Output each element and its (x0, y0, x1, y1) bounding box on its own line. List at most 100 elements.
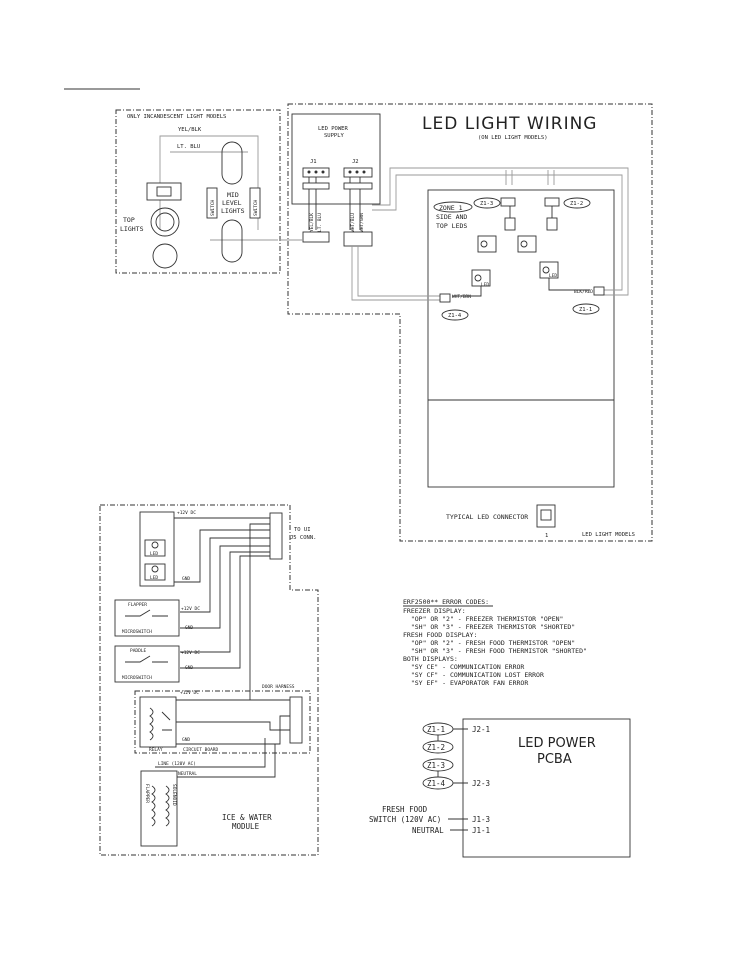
error-line-5: "SH" OR "3" - FRESH FOOD THERMISTOR "SHO… (403, 647, 587, 655)
power-supply-label-2: SUPPLY (324, 133, 345, 139)
led-1-label: LED (150, 551, 158, 557)
door-connector (289, 696, 303, 744)
cabinet-outline (427, 189, 615, 488)
v12-label-3: +12V DC (181, 650, 200, 656)
fresh-food-label-1: FRESH FOOD (382, 805, 428, 814)
pcba-z11-label: Z1-1 (427, 725, 445, 734)
flapper-label: FLAPPER (128, 602, 147, 608)
z13-label: Z1-3 (480, 201, 493, 207)
pcba-z14-label: Z1-4 (427, 779, 446, 788)
zone1-desc-1: SIDE AND (436, 213, 467, 221)
z11-oval (572, 303, 600, 315)
z14-label: Z1-4 (448, 313, 462, 319)
top-lights-label-1: TOP (123, 216, 135, 224)
pcba-title-1: LED POWER (518, 736, 596, 751)
top-lights-label-2: LIGHTS (120, 225, 144, 233)
solenoid-vertical-label: SOLENOID (171, 784, 177, 806)
neutral-label: NEUTRAL (178, 771, 197, 777)
top-light-bulb-lower (152, 243, 178, 269)
v12-label-4: +12V DC (180, 690, 199, 696)
pcba-title-2: PCBA (537, 752, 572, 767)
error-line-8: "SY CF" - COMMUNICATION LOST ERROR (403, 671, 544, 679)
gnd-label-2: GND (185, 625, 193, 631)
led-unit-4-label: LED (549, 273, 557, 279)
flapper-switch (114, 599, 180, 637)
led-border (287, 103, 653, 542)
gnd-label-4: GND (182, 737, 190, 743)
ice-water-solenoids (140, 770, 178, 847)
relay (139, 696, 177, 748)
fresh-food-label-2: SWITCH (120V AC) (369, 815, 441, 824)
mid-light-lower (221, 219, 243, 263)
to-ui-label-1: TO UI (294, 527, 311, 533)
j23-label: J2-3 (472, 779, 490, 788)
conn-b-label: BLK/RED (574, 289, 593, 295)
flapper-vertical-label: FLAPPER (144, 784, 150, 803)
v12-label-1: +12V DC (177, 510, 196, 516)
typical-connector-label: TYPICAL LED CONNECTOR (446, 513, 528, 521)
mid-lights-label-2: LEVEL (222, 199, 242, 207)
harness-section: LED LED +12V DC GND TO UI J5 CONN. FLAPP… (99, 504, 319, 856)
module-label-1: ICE & WATER (222, 813, 272, 822)
to-ui-label-2: J5 CONN. (290, 535, 317, 541)
led-models-footer: LED LIGHT MODELS (582, 532, 635, 538)
error-line-6: BOTH DISPLAYS: (403, 655, 458, 663)
connector-pin-1: 1 (545, 533, 548, 539)
switch-block-top (146, 182, 182, 201)
module-label-2: MODULE (232, 822, 260, 831)
j21-label: J2-1 (472, 725, 490, 734)
wire-label-lt-blu: LT. BLU (177, 144, 200, 150)
led-unit-3-label: LED (481, 282, 489, 288)
gnd-label-3: GND (185, 665, 193, 671)
incandescent-section: ONLY INCANDESCENT LIGHT MODELS YEL/BLK L… (115, 109, 281, 274)
mid-lights-label-1: MID (227, 191, 239, 199)
error-codes: ERF2500** ERROR CODES: FREEZER DISPLAY: … (403, 598, 587, 687)
error-line-9: "SY EF" - EVAPORATOR FAN ERROR (403, 679, 528, 687)
wire-label-1: YEL/BLK (309, 213, 315, 232)
zone1-label: ZONE 1 (439, 204, 463, 212)
gnd-label-1: GND (182, 576, 190, 582)
door-harness-label: DOOR HARNESS (262, 684, 295, 690)
led-title: LED LIGHT WIRING (422, 114, 597, 134)
v12-label-2: +12V DC (181, 606, 200, 612)
wire-label-yel-blk: YEL/BLK (178, 127, 202, 133)
error-codes-title: ERF2500** ERROR CODES: (403, 598, 489, 606)
wire-label-4: WHT/GRN (359, 213, 365, 232)
mid-switch-right (249, 187, 261, 219)
j2-label: J2 (352, 159, 359, 165)
power-supply-label-1: LED POWER (318, 126, 348, 132)
wire-label-3: WHT/BLU (350, 213, 356, 232)
microswitch-label-2: MICROSWITCH (122, 675, 152, 681)
error-line-0: FREEZER DISPLAY: (403, 607, 466, 615)
harness-border (99, 504, 319, 856)
led-2-label: LED (150, 575, 158, 581)
z11-label: Z1-1 (579, 307, 592, 313)
incandescent-border (115, 109, 281, 274)
paddle-switch (114, 645, 180, 683)
z13-oval (473, 197, 501, 209)
j11-label: J1-1 (472, 826, 490, 835)
zone1-desc-2: TOP LEDS (436, 222, 467, 230)
error-line-1: "OP" OR "2" - FREEZER THERMISTOR "OPEN" (403, 615, 563, 623)
wire-label-2: LT. BLU (317, 213, 323, 232)
typical-connector (536, 504, 556, 528)
door-harness-border (134, 690, 311, 754)
paddle-label: PADDLE (130, 648, 147, 654)
z12-oval (563, 197, 591, 209)
ui-connector (269, 512, 283, 560)
neutral-label: NEUTRAL (412, 826, 444, 835)
switch-right-label: SWITCH (253, 199, 259, 216)
mid-light-upper (221, 141, 243, 185)
z14-oval (441, 309, 469, 321)
j1-label: J1 (310, 159, 317, 165)
pcba-z12-label: Z1-2 (427, 743, 445, 752)
plug-left (302, 231, 330, 243)
error-line-7: "SY CE" - COMMUNICATION ERROR (403, 663, 524, 671)
mid-lights-label-3: LIGHTS (221, 207, 245, 215)
pcba-z13-label: Z1-3 (427, 761, 445, 770)
led-section: LED LIGHT WIRING (ON LED LIGHT MODELS) L… (280, 103, 653, 542)
circuit-board-label: CIRCUIT BOARD (183, 747, 219, 753)
j13-label: J1-3 (472, 815, 490, 824)
plug-right (343, 231, 373, 247)
